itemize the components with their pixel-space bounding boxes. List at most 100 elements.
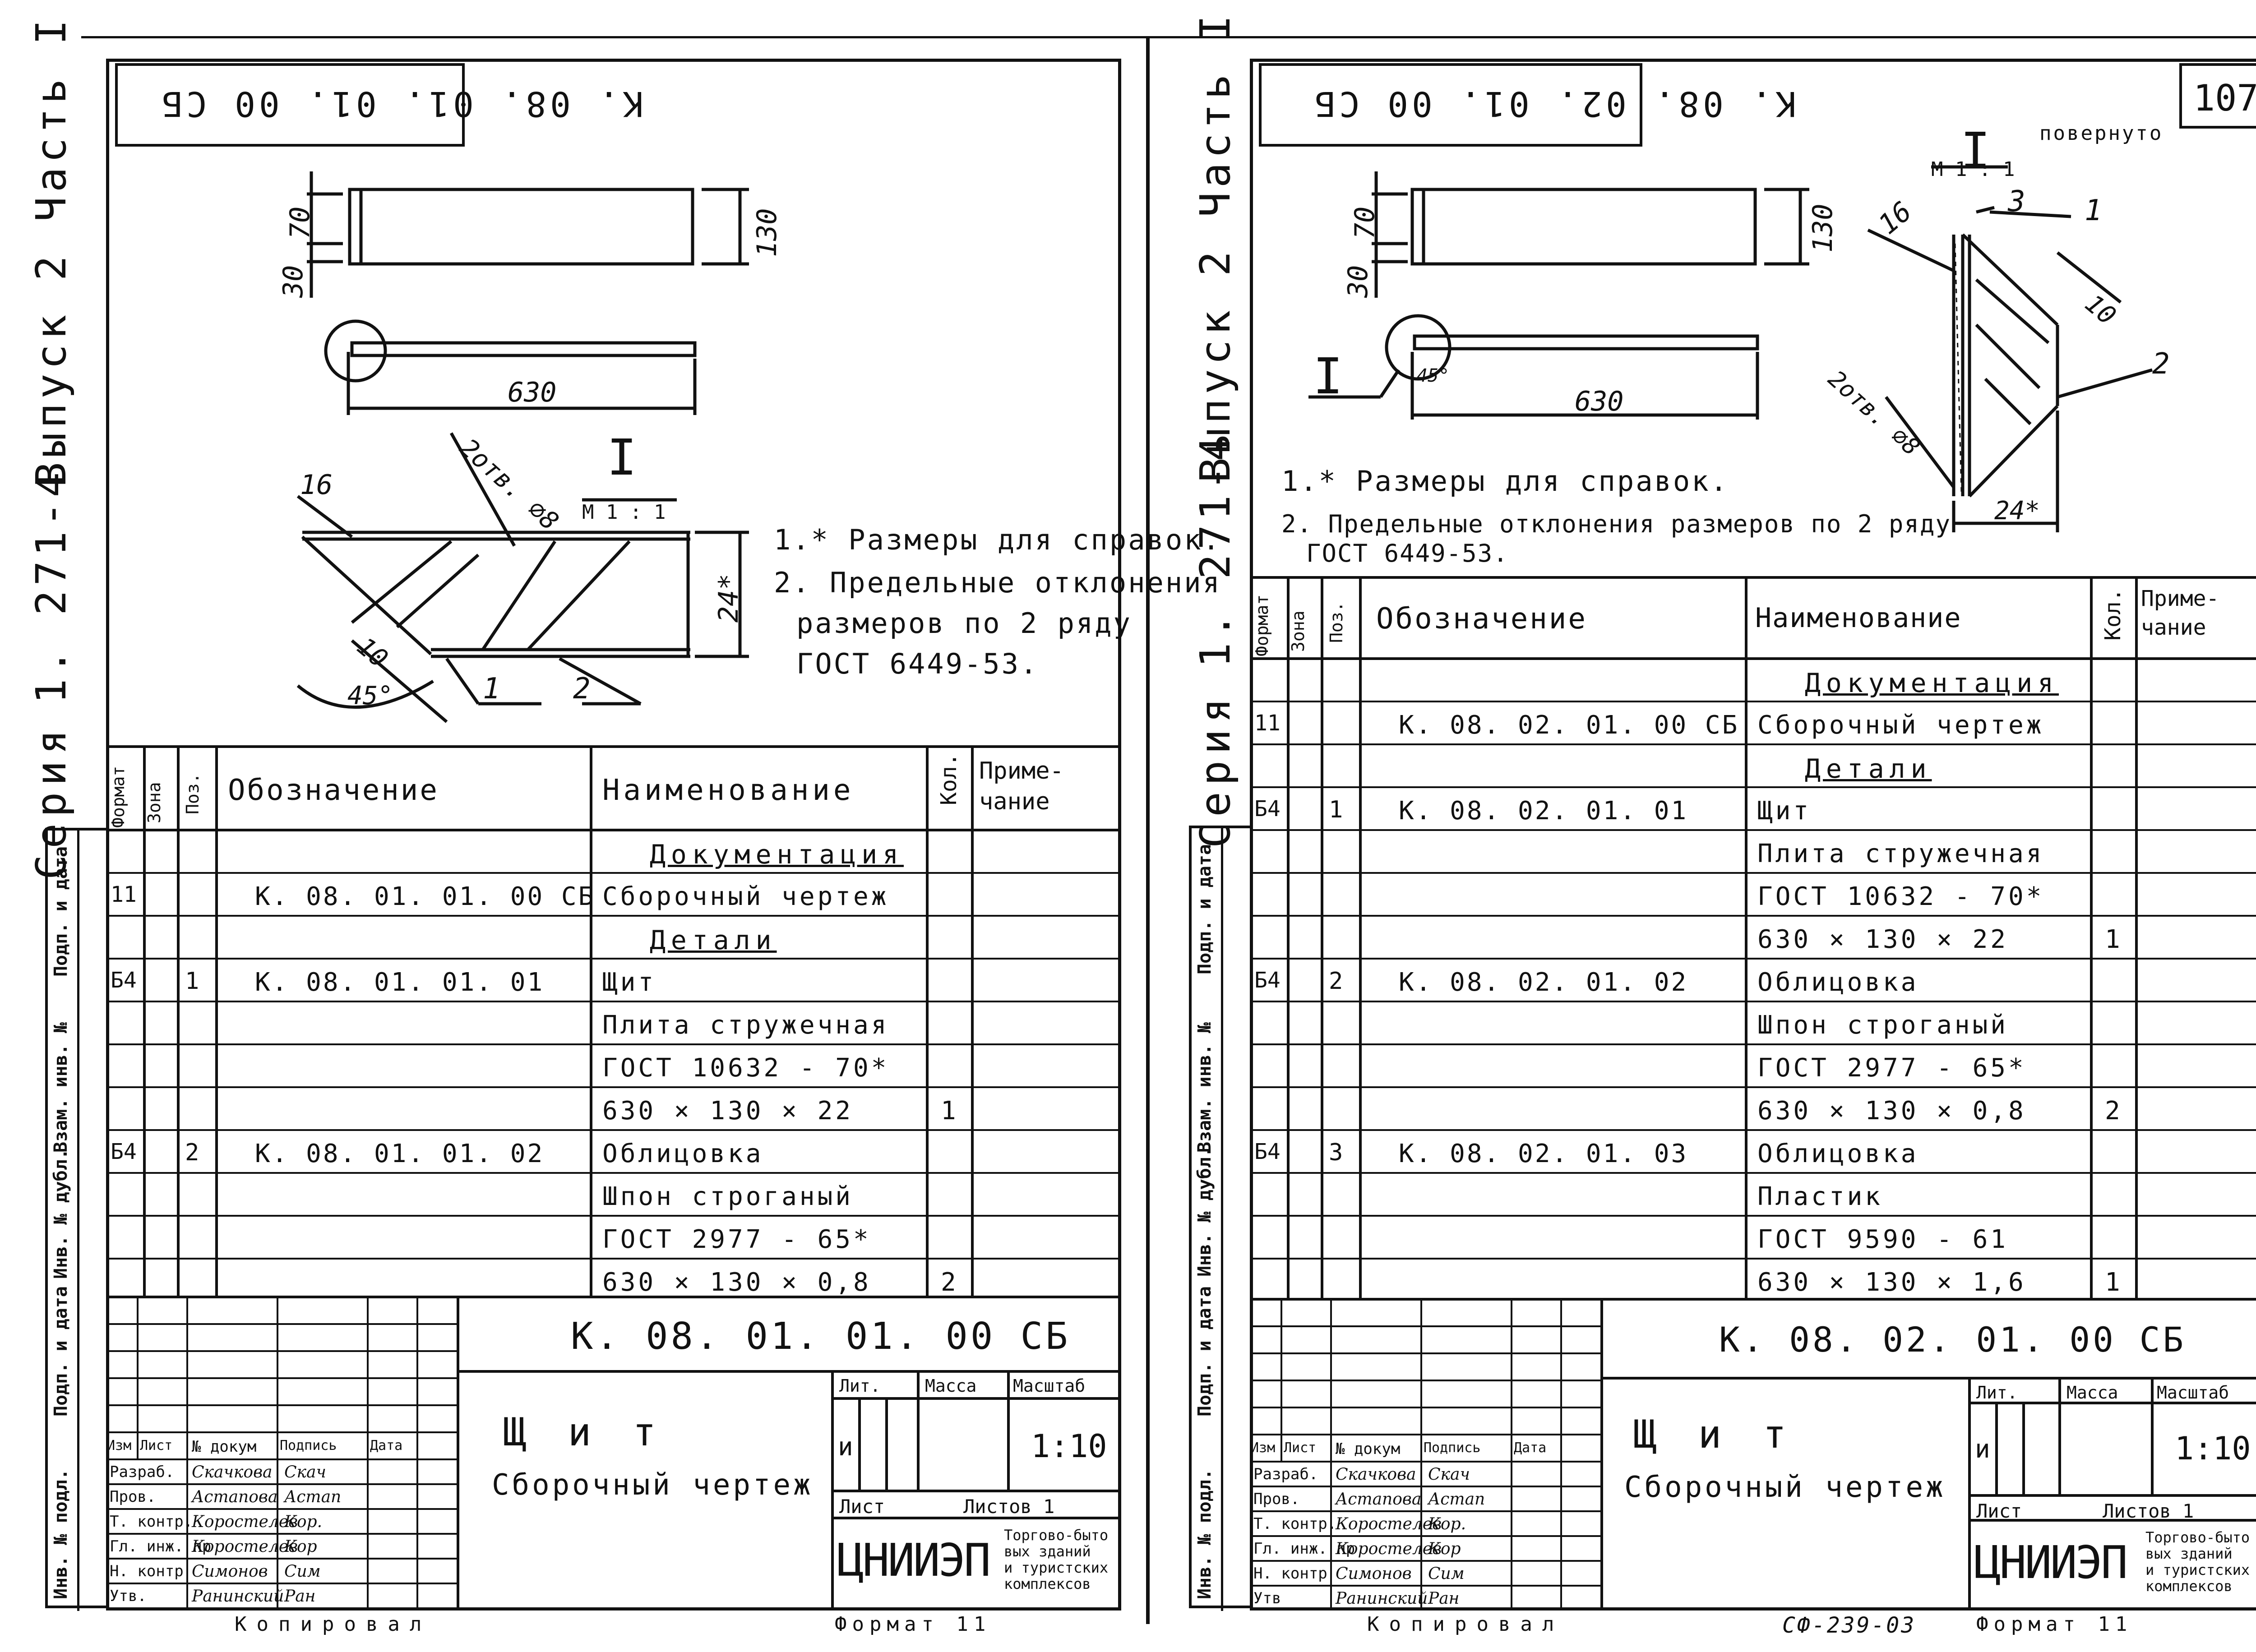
table-cell-qty: 2 — [941, 1268, 956, 1297]
right-tb-lit-label: Лит. — [1976, 1383, 2018, 1403]
table-cell-name: 630 × 130 × 22 — [1757, 925, 2009, 954]
sheet-divider — [1146, 36, 1150, 1624]
right-hdr-qty: Кол. — [2100, 588, 2126, 641]
tb-person-signature: Кор. — [1428, 1515, 1466, 1533]
right-sheet-number-box: 107 — [2179, 63, 2256, 129]
right-archive-code: СФ-239-03 — [1782, 1613, 1916, 1638]
tb-person-role: Разраб. — [1253, 1465, 1318, 1483]
left-tb-org-name: Торгово-быто вых зданий и туристских ком… — [1004, 1527, 1109, 1592]
table-cell-pos: 1 — [1329, 796, 1343, 823]
tb-person-name: Коростелев — [1336, 1540, 1442, 1558]
right-tb-col-list: Лист — [1284, 1440, 1317, 1456]
table-cell-name: Плита стружечная — [602, 1011, 889, 1040]
right-tb-mass-label: Масса — [2066, 1383, 2118, 1403]
right-tb-col-date: Дата — [1514, 1440, 1547, 1456]
left-tb-mass-label: Масса — [925, 1376, 977, 1396]
table-cell-name: Облицовка — [1757, 968, 1919, 997]
table-cell-name: Облицовка — [602, 1139, 764, 1168]
left-note-4: ГОСТ 6449-53. — [796, 647, 1039, 680]
left-dim-630: 630 — [508, 377, 557, 408]
tb-person-signature: Ран — [1428, 1589, 1460, 1608]
table-cell-format: Б4 — [111, 968, 137, 993]
right-dim-24: 24* — [1994, 496, 2040, 526]
left-tb-col-sign: Подпись — [280, 1438, 337, 1454]
right-dim-I: I — [1313, 347, 1343, 405]
left-view-scale: М 1 : 1 — [582, 501, 666, 524]
table-cell-format: Б4 — [111, 1139, 137, 1164]
tb-person-name: Ранинский — [1336, 1589, 1428, 1608]
left-note-1: 1.* Размеры для справок. — [774, 523, 1221, 556]
tb-person-signature: Кор — [284, 1537, 317, 1556]
table-cell-name: ГОСТ 9590 - 61 — [1757, 1225, 2009, 1254]
right-tb-col-doc: № докум — [1336, 1440, 1401, 1458]
left-hdr-designation: Обозначение — [228, 774, 439, 807]
left-tb-col-date: Дата — [370, 1438, 403, 1454]
right-tb-title: Щ и т — [1633, 1412, 1795, 1457]
left-format-label: Формат 11 — [835, 1613, 991, 1636]
right-dim-30: 30 — [1342, 265, 1374, 298]
right-view-scale: М 1 : 1 — [1931, 158, 2015, 181]
table-cell-qty: 2 — [2105, 1096, 2120, 1126]
left-view-label: I — [607, 429, 637, 486]
table-cell-name: Пластик — [1757, 1182, 1883, 1211]
table-cell-name: Детали — [650, 925, 777, 955]
right-callout-2: 2 — [2152, 347, 2170, 381]
right-hdr-format: Формат — [1252, 594, 1272, 656]
right-view-rotated: повернуто — [2039, 122, 2164, 145]
left-tb-lit-value: и — [838, 1432, 853, 1462]
right-dim-45: 45° — [1417, 365, 1450, 386]
table-cell-name: Плита стружечная — [1757, 839, 2044, 868]
tb-person-name: Скачкова — [1336, 1465, 1416, 1484]
table-cell-name: Детали — [1805, 753, 1932, 784]
tb-person-role: Н. контр — [1253, 1564, 1327, 1583]
tb-person-name: Ранинский — [192, 1587, 284, 1606]
table-cell-format: Б4 — [1254, 1139, 1281, 1164]
tb-person-signature: Астап — [1428, 1490, 1485, 1509]
table-cell-pos: 2 — [1329, 968, 1343, 995]
right-view-label: I — [1960, 122, 1991, 180]
left-hdr-note: Приме-чание — [979, 757, 1064, 815]
left-tb-scale-value: 1:10 — [1031, 1428, 1107, 1465]
left-hdr-name: Наименование — [602, 774, 855, 807]
table-cell-name: 630 × 130 × 22 — [602, 1096, 854, 1126]
table-cell-name: Щит — [1757, 796, 1812, 826]
right-rotated-stamp-box: К. 08. 02. 01. 00 СБ — [1259, 63, 1796, 147]
right-format-label: Формат 11 — [1976, 1613, 2133, 1636]
table-cell-name: ГОСТ 10632 - 70* — [602, 1053, 889, 1083]
table-cell-format: 11 — [1254, 711, 1281, 736]
right-tb-doc-code: К. 08. 02. 01. 00 СБ — [1719, 1320, 2187, 1360]
tb-person-role: Утв — [1253, 1589, 1281, 1607]
right-hdr-pos: Поз. — [1327, 601, 1346, 643]
right-tb-sheets-label: Листов 1 — [2103, 1500, 2194, 1522]
table-cell-name: Документация — [650, 839, 904, 870]
tb-person-name: Коростелев — [192, 1513, 298, 1531]
right-side-label-3: Инв. № дубл. — [1194, 1146, 1215, 1277]
table-cell-name: ГОСТ 10632 - 70* — [1757, 882, 2044, 911]
table-cell-designation: К. 08. 01. 01. 02 — [255, 1139, 545, 1168]
left-dim-45: 45° — [347, 681, 393, 711]
right-note-3: ГОСТ 6449-53. — [1306, 539, 1509, 568]
tb-person-signature: Кор. — [284, 1513, 323, 1531]
tb-person-role: Т. контр. — [1253, 1515, 1337, 1533]
tb-person-signature: Астап — [284, 1488, 342, 1506]
right-side-label-1: Подп. и дата — [1194, 844, 1215, 974]
right-dim-130: 130 — [1807, 203, 1839, 253]
right-tb-scale-label: Масштаб — [2157, 1383, 2229, 1403]
right-hdr-designation: Обозначение — [1376, 602, 1587, 636]
left-callout-2: 2 — [573, 672, 591, 706]
table-cell-name: ГОСТ 2977 - 65* — [1757, 1053, 2026, 1083]
right-tb-org-logo: ЦНИИЭП — [1974, 1536, 2128, 1589]
tb-person-name: Коростелев — [192, 1537, 298, 1556]
right-tb-lit-value: и — [1975, 1435, 1990, 1464]
tb-person-role: Гл. инж. пр — [1253, 1540, 1355, 1558]
right-spec-table: Формат Зона Поз. Обозначение Наименовани… — [1250, 576, 2256, 1299]
table-cell-designation: К. 08. 01. 01. 00 СБ — [255, 882, 596, 911]
table-cell-name: Шпон строганый — [602, 1182, 854, 1211]
right-note-2: 2. Предельные отклонения размеров по 2 р… — [1281, 510, 1951, 538]
tb-person-signature: Сим — [284, 1562, 321, 1581]
left-callout-1: 1 — [483, 672, 500, 706]
table-cell-name: Сборочный чертеж — [1757, 711, 2044, 740]
right-copied-label: Копировал — [1367, 1613, 1564, 1636]
